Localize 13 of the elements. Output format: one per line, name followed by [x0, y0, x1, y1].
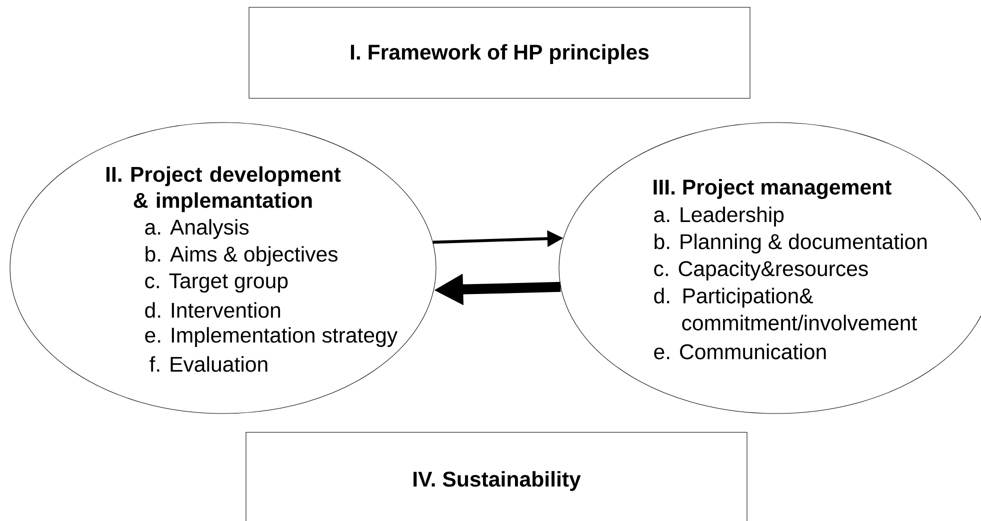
list-item: b. Aims & objectives: [146, 246, 338, 266]
list-item: a. Analysis: [145, 219, 249, 239]
list-item: d. Intervention: [145, 302, 280, 318]
list-item: b. Planning & documentation: [654, 234, 927, 254]
title-box: I. Framework of HP principles: [248, 7, 750, 99]
list-item: e. Communication: [654, 344, 826, 360]
list-item: c. Capacity&resources: [654, 260, 868, 280]
title-box: IV. Sustainability: [246, 432, 748, 521]
list-item: a. Leadership: [654, 206, 784, 226]
heading: III. Project management: [654, 179, 892, 199]
list-item: f. Evaluation: [150, 356, 268, 372]
list-item: e. Implementation strategy: [145, 327, 398, 347]
list-item: c. Target group: [145, 273, 288, 293]
